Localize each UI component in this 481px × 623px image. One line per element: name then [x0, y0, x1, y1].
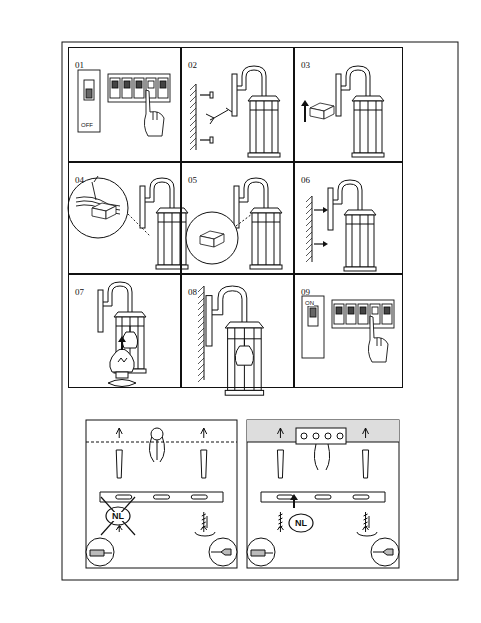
- wall-lantern: [328, 180, 376, 271]
- wall-lantern: [98, 282, 146, 373]
- light-bulb: [108, 349, 136, 387]
- breaker-panel: [78, 70, 170, 136]
- step-panel: 06: [294, 162, 403, 274]
- step-number: 01: [75, 61, 84, 70]
- direction-arrow: [314, 241, 328, 247]
- breaker-panel: [302, 296, 394, 362]
- direction-arrow: [118, 336, 126, 350]
- wall-hatch: [198, 286, 204, 382]
- switch-state: ON: [305, 300, 314, 306]
- wall-hatch: [190, 84, 196, 150]
- detail-zoom: [186, 212, 238, 264]
- leader: [236, 214, 252, 226]
- wires: [76, 176, 150, 236]
- symbol-text: NL: [294, 519, 308, 528]
- step-number: 08: [188, 288, 197, 297]
- wire-entry: [151, 428, 163, 440]
- page-frame: [62, 42, 458, 580]
- terminal-block: [92, 203, 116, 219]
- wall-lantern: [206, 286, 264, 395]
- screwdriver: [206, 108, 232, 124]
- step-panel: 05: [181, 162, 294, 274]
- symbol-circle: NL: [288, 510, 314, 536]
- mounting-detail: [86, 420, 237, 568]
- terminal-block: [200, 231, 224, 247]
- direction-arrow: [290, 494, 298, 508]
- step-panel: 02: [181, 47, 294, 162]
- step-number: 04: [75, 176, 84, 185]
- step-number: 09: [301, 288, 310, 297]
- step-number: 02: [188, 61, 197, 70]
- mounting-detail: [247, 420, 399, 568]
- step-panel: 07: [68, 274, 181, 388]
- terminal-block: [310, 103, 334, 119]
- symbol-circle: NL: [105, 503, 131, 529]
- step-panel: 08: [181, 274, 294, 388]
- wall-lantern: [336, 66, 384, 157]
- detail-zoom: [68, 178, 128, 238]
- screw: [200, 92, 213, 98]
- step-number: 06: [301, 176, 310, 185]
- wall-lantern: [232, 66, 280, 157]
- step-number: 07: [75, 288, 84, 297]
- wall-hatch: [306, 196, 312, 262]
- symbol-text: NL: [111, 512, 125, 521]
- wall-lantern: [234, 178, 282, 269]
- step-panel: 01: [68, 47, 181, 162]
- step-number: 03: [301, 61, 310, 70]
- screw: [200, 137, 213, 143]
- step-panel: 03: [294, 47, 403, 162]
- step-number: 05: [188, 176, 197, 185]
- direction-arrow: [301, 100, 309, 122]
- direction-arrow: [314, 207, 328, 213]
- step-panel: 04: [68, 162, 181, 274]
- switch-state: OFF: [81, 122, 93, 128]
- step-panel: 09: [294, 274, 403, 388]
